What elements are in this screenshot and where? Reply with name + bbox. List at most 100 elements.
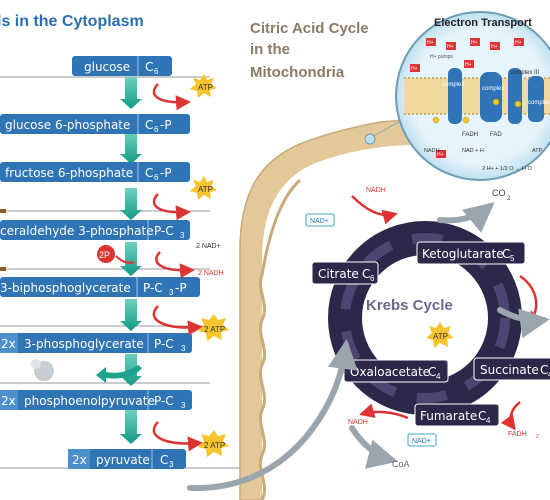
pyruvate-formula: C (160, 453, 168, 467)
f6p-formula: C (145, 166, 153, 180)
krebs-nad-badge-2: NAD+ (407, 433, 437, 447)
h-plus-label: H+ (427, 40, 434, 46)
pyruvate-label: pyruvate (96, 453, 150, 467)
citrate-box: Citrate C 6 (311, 261, 379, 285)
pg3-label: 3-phosphoglycerate (24, 337, 144, 351)
fructose-6-phosphate-box: fructose 6-phosphate C 6 -P (0, 162, 190, 182)
complex-label-4: complex (528, 100, 550, 106)
g6p-sub: 6 (154, 125, 159, 134)
phosphate-2p-badge: 2P (97, 245, 115, 263)
pyruvate-sub: 3 (169, 460, 174, 469)
et-water-label: 2 H+ + 1/2 O → H O (482, 166, 533, 172)
atp-star-2: ATP (190, 176, 217, 200)
glycolysis-arrows (120, 77, 142, 444)
ketoglutarate-formula: C (502, 247, 510, 261)
bpg-formula: P-C (143, 281, 163, 295)
glucose-box: glucose C 6 (72, 56, 172, 76)
h-plus-badges: H+ H+ H+ H+ H+ H+ H+ H+ (410, 38, 524, 158)
oxaloacetate-sub: 4 (436, 372, 441, 381)
glycolysis-nadh-label: 2 NADH (198, 270, 224, 277)
mito-title-line3: Mitochondria (250, 64, 345, 81)
phosphate-2p-label: 2P (99, 250, 110, 260)
mito-title-line1: Citric Acid Cycle (250, 20, 369, 37)
g6p-formula: C (145, 118, 153, 132)
succinate-sub: 4 (548, 370, 550, 379)
krebs-nad-label-1: NAD+ (310, 218, 329, 225)
oxaloacetate-label: Oxaloacetate (350, 365, 430, 379)
h-plus-label: H+ (437, 152, 444, 158)
phosphoglycerate-box: 2x 3-phosphoglycerate P-C 3 (0, 333, 192, 353)
ketoglutarate-label: Ketoglutarate (422, 247, 504, 261)
atp-label-4: 2 ATP (204, 441, 225, 450)
f6p-label: fructose 6-phosphate (5, 166, 133, 180)
g6p-suffix: -P (160, 118, 172, 132)
ketoglutarate-sub: 5 (510, 254, 515, 263)
g3p-label: ceraldehyde 3-phosphate (0, 224, 154, 238)
glycolysis-red-arrows (152, 83, 203, 452)
pep-sub: 3 (181, 401, 186, 410)
fumarate-formula: C (478, 409, 486, 423)
et-fad-label: FAD (490, 132, 502, 138)
krebs-cycle-title: Krebs Cycle (366, 297, 453, 314)
atp-star-4: 2 ATP (198, 430, 229, 457)
succinate-formula: C (540, 363, 548, 377)
cytoplasm-title: ls in the Cytoplasm (0, 13, 144, 30)
pep-multiplier: 2x (1, 394, 16, 408)
krebs-nadh-label-2: NADH (348, 419, 368, 426)
pg3-formula: P-C (154, 337, 174, 351)
water-output-arrow (96, 365, 142, 383)
fadh-label: FADH (508, 431, 527, 438)
f6p-suffix: -P (160, 166, 172, 180)
atp-star-3: 2 ATP (198, 314, 229, 341)
glucose-6-phosphate-box: glucose 6-phosphate C 6 -P (0, 114, 190, 134)
inner-membrane-band (404, 77, 550, 115)
h-plus-label: H+ (465, 62, 472, 68)
glyceraldehyde-3-phosphate-box: ceraldehyde 3-phosphate P-C 3 (0, 220, 190, 240)
et-atp-label: ATP (532, 148, 543, 154)
h-plus-label: H+ (491, 44, 498, 50)
et-nad-label: NAD + H (462, 148, 484, 154)
complex-label-1: complex (442, 82, 464, 88)
fumarate-label: Fumarate (420, 409, 477, 423)
krebs-nadh-label-1: NADH (366, 187, 386, 194)
water-hydrogen-icon (31, 359, 41, 369)
phosphate-arrow (115, 255, 135, 264)
et-fadh-label: FADH (462, 132, 478, 138)
electron-transport-title: Electron Transport (434, 17, 532, 29)
inset-source-point (364, 133, 376, 145)
biphosphoglycerate-box: 3-biphosphoglycerate P-C 3 -P (0, 277, 200, 297)
pg3-multiplier: 2x (1, 337, 16, 351)
atp-star-1: ATP (190, 74, 217, 98)
citrate-label: Citrate (318, 267, 359, 281)
ketoglutarate-box: Ketoglutarate C 5 (416, 241, 526, 265)
pyruvate-multiplier: 2x (72, 453, 87, 467)
citrate-formula: C (362, 267, 370, 281)
oxaloacetate-formula: C (428, 365, 436, 379)
fumarate-box: Fumarate C 4 (414, 403, 500, 427)
glycolysis-nad-label: 2 NAD+ (196, 243, 221, 250)
oxaloacetate-box: Oxaloacetate C 4 (343, 359, 449, 383)
krebs-cycle-ring (328, 221, 522, 415)
et-nadh-label: NADH (424, 148, 440, 154)
krebs-atp-label: ATP (433, 332, 448, 341)
complex-label-3: complex III (510, 70, 539, 76)
pg3-sub: 3 (181, 344, 186, 353)
bpg-sub: 3 (169, 288, 174, 297)
krebs-nad-label-2: NAD+ (412, 438, 431, 445)
mitochondrion-inner-membrane (259, 178, 302, 500)
glucose-formula: C (145, 60, 153, 74)
h-plus-label: H+ (447, 44, 454, 50)
g3p-sub: 3 (180, 231, 185, 240)
f6p-sub: 6 (154, 173, 159, 182)
fumarate-sub: 4 (486, 416, 491, 425)
complex-label-2: complex (482, 86, 504, 92)
h-plus-label: H+ (515, 40, 522, 46)
succinate-box: Succinate C 4 (473, 357, 550, 381)
krebs-grey-arrows (187, 202, 550, 492)
krebs-nad-badge-1: NAD+ (305, 213, 335, 227)
g6p-label: glucose 6-phosphate (5, 118, 130, 132)
citrate-sub: 6 (370, 274, 375, 283)
bpg-suffix: -P (175, 281, 187, 295)
co2-sub: 2 (507, 196, 511, 202)
